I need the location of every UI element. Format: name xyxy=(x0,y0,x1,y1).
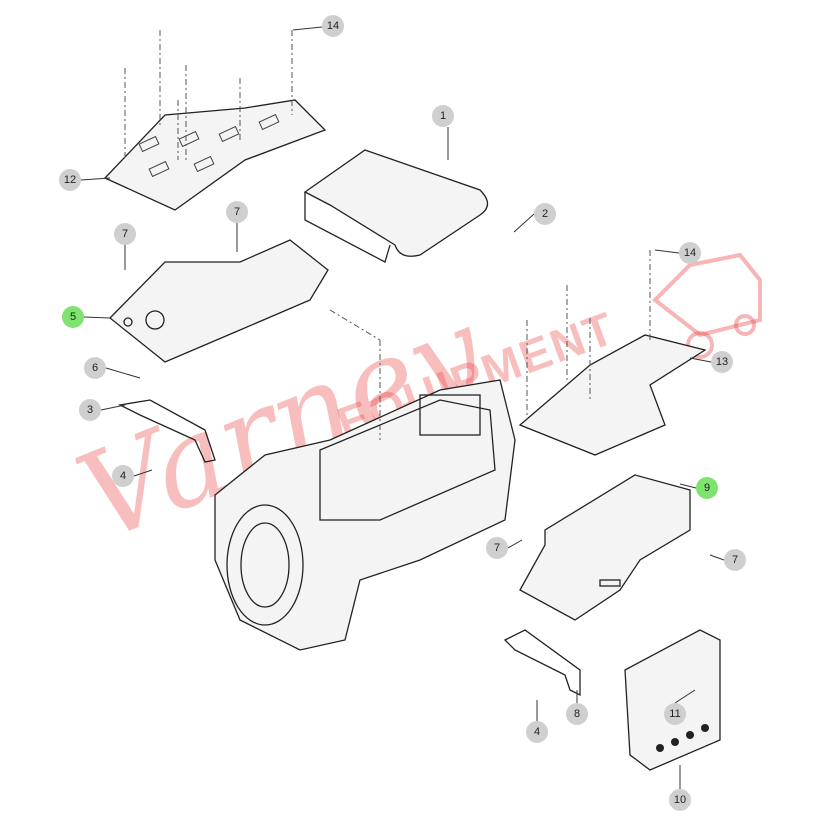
transmission-housing xyxy=(214,379,516,651)
callout-6: 6 xyxy=(84,357,106,379)
callout-7: 7 xyxy=(486,537,508,559)
callout-13: 13 xyxy=(711,351,733,373)
callout-14: 14 xyxy=(322,15,344,37)
callout-7: 7 xyxy=(226,201,248,223)
callout-7: 7 xyxy=(724,549,746,571)
floor-plate-12 xyxy=(103,99,327,211)
callout-7: 7 xyxy=(114,223,136,245)
callout-4: 4 xyxy=(112,465,134,487)
callout-11: 11 xyxy=(664,703,686,725)
bolt-lines-top xyxy=(124,30,293,160)
callout-14: 14 xyxy=(679,242,701,264)
cover-1 xyxy=(303,149,489,263)
leader-lines xyxy=(80,26,725,789)
callout-9-highlighted: 9 xyxy=(696,477,718,499)
callout-8: 8 xyxy=(566,703,588,725)
callout-12: 12 xyxy=(59,169,81,191)
bracket-3 xyxy=(117,399,216,463)
plate-9 xyxy=(519,474,691,621)
bolt-lines-right xyxy=(329,250,651,440)
tractor-logo xyxy=(651,252,762,359)
callout-4: 4 xyxy=(526,721,548,743)
callout-2: 2 xyxy=(534,203,556,225)
callout-3: 3 xyxy=(79,399,101,421)
callout-10: 10 xyxy=(669,789,691,811)
floor-plate-13 xyxy=(518,334,707,456)
callout-1: 1 xyxy=(432,105,454,127)
bracket-8 xyxy=(503,629,581,697)
callout-5-highlighted: 5 xyxy=(62,306,84,328)
plate-5 xyxy=(109,239,329,363)
tray-10 xyxy=(624,629,721,771)
